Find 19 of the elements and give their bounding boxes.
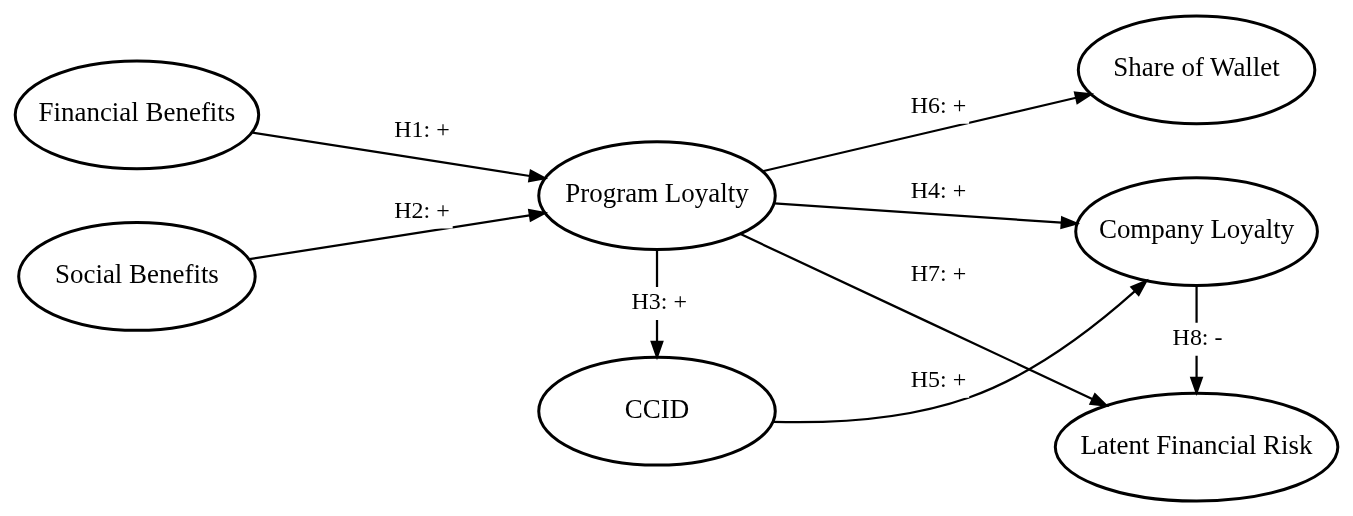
node-ellipse: Program Loyalty — [537, 139, 777, 251]
node-ellipse: Social Benefits — [17, 220, 257, 332]
edge-label: H5: + — [910, 365, 967, 392]
edge-label: H2: + — [394, 196, 450, 223]
node-ellipse: Share of Wallet — [1076, 14, 1317, 125]
node-ellipse: Company Loyalty — [1074, 175, 1319, 287]
edge-label: H3: + — [631, 287, 687, 314]
arrow — [773, 278, 1149, 423]
edge-label: H4: + — [910, 176, 967, 203]
arrow — [740, 232, 1110, 407]
edge-label: H7: + — [910, 259, 967, 286]
arrow — [252, 131, 549, 183]
edge-label: H6: + — [910, 91, 967, 118]
arrow — [774, 201, 1081, 229]
edge-label: H8: - — [1172, 323, 1223, 350]
arrow — [249, 208, 549, 260]
node-ellipse: CCID — [537, 355, 777, 467]
edge-label: H1: + — [394, 115, 450, 142]
node-ellipse: Financial Benefits — [13, 58, 261, 170]
